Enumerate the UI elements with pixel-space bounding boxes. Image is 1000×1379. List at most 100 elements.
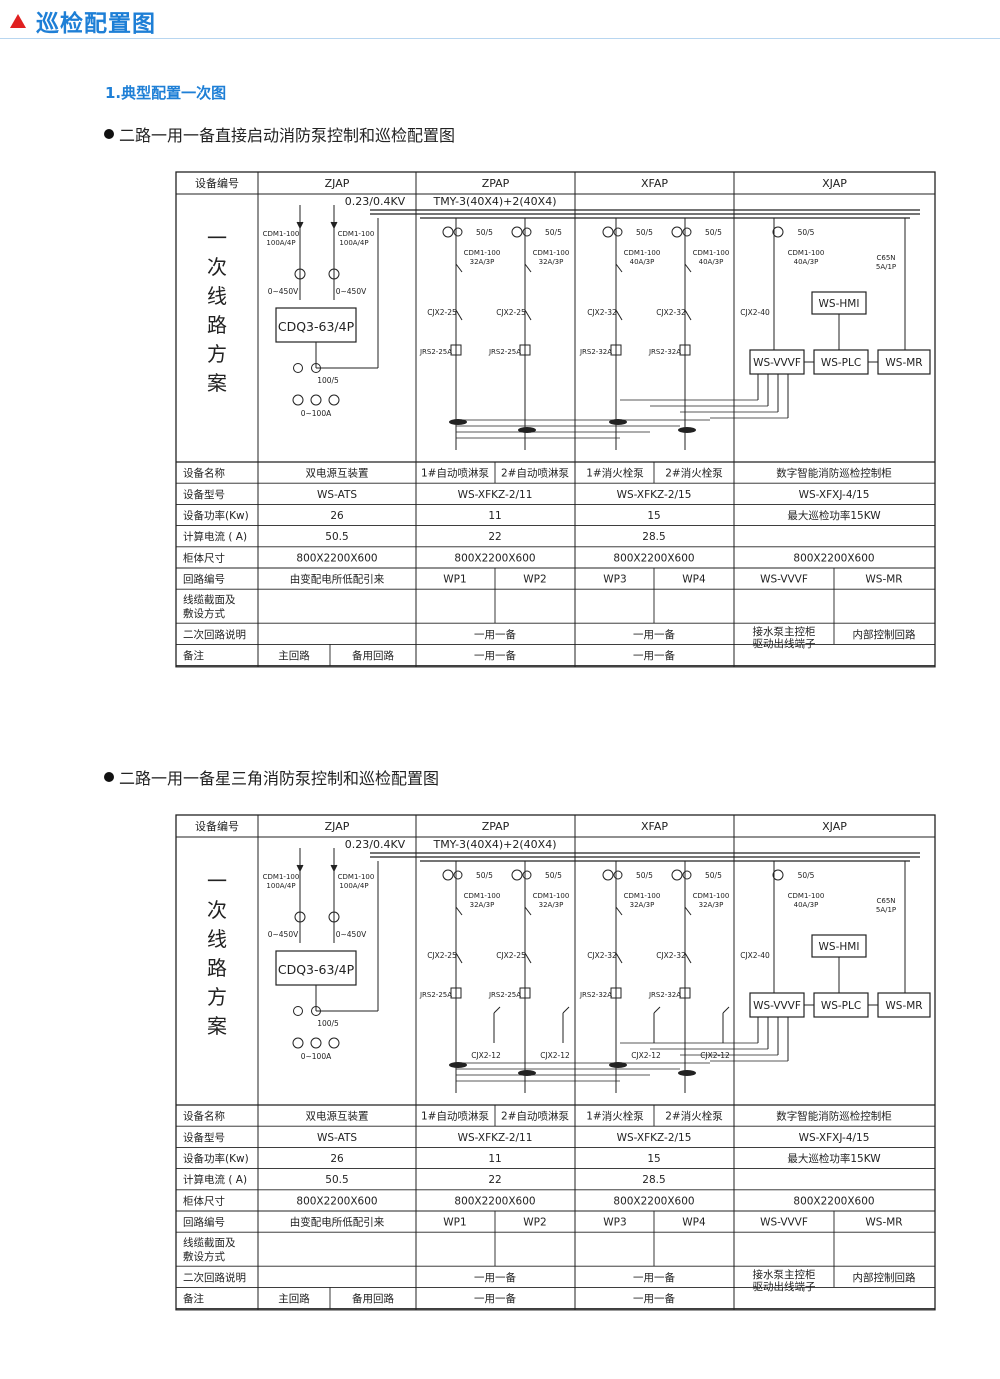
ammeter-icon (328, 394, 340, 406)
voltmeter-icon (294, 268, 306, 280)
thermal-relay-icon (679, 344, 691, 356)
breaker-model: CDM1-100 (263, 230, 300, 238)
table-cell: WP4 (682, 1217, 706, 1229)
table-cell: WS-ATS (317, 1132, 357, 1144)
table-cell: 内部控制回路 (853, 1271, 916, 1284)
vertical-label-char: 案 (207, 1014, 227, 1038)
table-cell: 50.5 (325, 1174, 348, 1186)
ammeter-icon (292, 1037, 304, 1049)
header-col-label: 设备编号 (195, 176, 239, 190)
table-cell: 备用回路 (352, 1292, 394, 1305)
plc-label: WS-PLC (821, 1000, 861, 1012)
ammeter-icon (292, 394, 304, 406)
volt-range: 0~450V (336, 287, 367, 296)
table-cell: 15 (647, 510, 660, 522)
contactor-model: CJX2-32 (656, 951, 686, 960)
cable-bundle (518, 427, 536, 433)
contactor-model: CJX2-25 (496, 951, 526, 960)
table-cell: 28.5 (642, 1174, 665, 1186)
table-cell: 内部控制回路 (853, 628, 916, 641)
table-cell: 15 (647, 1153, 660, 1165)
table-cell: 双电源互装置 (306, 1110, 369, 1123)
contactor-contact (455, 309, 463, 321)
table-cell: WS-XFKZ-2/15 (617, 1132, 692, 1144)
table-cell: WS-XFXJ-4/15 (799, 1132, 870, 1144)
breaker-rating: 32A/3P (539, 258, 564, 266)
breaker-model: CDM1-100 (533, 249, 570, 257)
amp-range: 0~100A (301, 1052, 332, 1061)
breaker-contact (524, 263, 532, 273)
ct-ratio: 100/5 (317, 1019, 339, 1028)
table-cell: WS-VVVF (760, 1217, 808, 1229)
table-cell: 2#消火栓泵 (665, 467, 723, 480)
vertical-label-char: 路 (207, 313, 227, 337)
current-transformer-icon (293, 363, 303, 373)
mr-label: WS-MR (885, 1000, 922, 1012)
row-label: 二次回路说明 (183, 628, 246, 641)
breaker-contact (615, 263, 623, 273)
header-col-label: ZJAP (325, 177, 350, 190)
table-cell: 800X2200X600 (613, 1195, 694, 1207)
contactor-contact (524, 309, 532, 321)
table-cell: WS-XFKZ-2/15 (617, 489, 692, 501)
vertical-label-char: 案 (207, 371, 227, 395)
table-cell: 备用回路 (352, 649, 394, 662)
table-cell: 一用一备 (474, 1271, 516, 1284)
ct-ratio: 50/5 (476, 228, 493, 237)
table-border (175, 171, 936, 668)
breaker-model: CDM1-100 (788, 892, 825, 900)
vertical-label-char: 方 (207, 342, 227, 366)
breaker-model: CDM1-100 (263, 873, 300, 881)
ammeter-icon (602, 226, 614, 238)
breaker-model: CDM1-100 (624, 249, 661, 257)
star-contact (562, 1006, 570, 1014)
table-cell: 1#自动喷淋泵 (421, 1110, 489, 1123)
section-title: 1.典型配置一次图 (105, 84, 227, 102)
ct-ratio: 50/5 (705, 228, 722, 237)
table-cell: 800X2200X600 (454, 552, 535, 564)
vertical-label-char: 一 (207, 226, 227, 250)
ammeter-icon (310, 1037, 322, 1049)
breaker-rating: 40A/3P (794, 901, 819, 909)
current-transformer-icon (311, 363, 321, 373)
table-cell: 800X2200X600 (296, 1195, 377, 1207)
bus-voltage: 0.23/0.4KV (345, 195, 406, 208)
arrow-icon (330, 221, 338, 230)
table-cell: 800X2200X600 (793, 552, 874, 564)
ct-ratio: 100/5 (317, 376, 339, 385)
table-cell: WS-VVVF (760, 574, 808, 586)
mr-label: WS-MR (885, 357, 922, 369)
vertical-label-char: 路 (207, 956, 227, 980)
mcb-model: C65N (876, 254, 895, 262)
table-cell: WS-XFKZ-2/11 (458, 489, 533, 501)
contactor-contact (684, 952, 692, 964)
current-transformer-icon (522, 870, 532, 880)
row-label: 二次回路说明 (183, 1271, 246, 1284)
cable-bundle (678, 427, 696, 433)
row-label-line: 敷设方式 (183, 1250, 225, 1263)
table-cell: 1#自动喷淋泵 (421, 467, 489, 480)
relay-model: JRS2-25A (488, 348, 521, 356)
breaker-contact (615, 906, 623, 916)
table-cell: 800X2200X600 (296, 552, 377, 564)
table-border (175, 814, 936, 1311)
ammeter-icon (671, 869, 683, 881)
current-transformer-icon (522, 227, 532, 237)
row-label: 设备名称 (183, 1110, 225, 1123)
table-cell: WP2 (523, 1217, 546, 1229)
cable-bundle (609, 419, 627, 425)
contactor-model: CJX2-25 (496, 308, 526, 317)
table-cell: 22 (488, 531, 501, 543)
ct-ratio: 50/5 (705, 871, 722, 880)
table-cell: 一用一备 (633, 649, 675, 662)
page-header: 巡检配置图 (10, 6, 156, 37)
current-transformer-icon (613, 870, 623, 880)
table-cell: 主回路 (278, 649, 310, 662)
table-cell: WS-XFXJ-4/15 (799, 489, 870, 501)
relay-model: JRS2-32A (579, 348, 612, 356)
table-cell: WP4 (682, 574, 706, 586)
vertical-label-char: 次 (207, 255, 227, 279)
table-cell: 800X2200X600 (454, 1195, 535, 1207)
row-label-line: 线缆截面及 (183, 593, 236, 606)
